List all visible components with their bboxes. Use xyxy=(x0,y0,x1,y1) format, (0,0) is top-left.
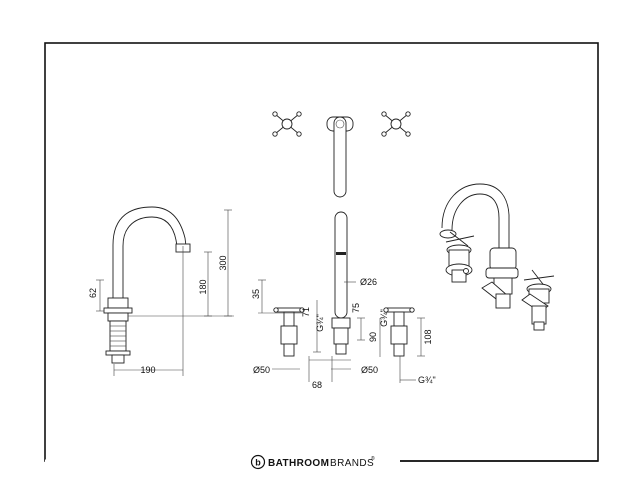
isometric-view xyxy=(439,183,555,331)
dim-g34-bottom: G¾" xyxy=(418,375,436,385)
top-left-cross-handle-icon xyxy=(272,111,302,137)
iso-left-valve xyxy=(445,231,475,283)
dim-d26: Ø26 xyxy=(360,277,377,287)
front-right-valve xyxy=(383,307,415,357)
front-left-valve xyxy=(273,307,305,357)
dim-71: 71 xyxy=(301,307,311,317)
dim-35: 35 xyxy=(251,289,261,299)
dim-90: 90 xyxy=(368,332,378,342)
brand-logo-mark: b xyxy=(255,458,261,468)
front-view: 35 71 G¾" 75 Ø26 G¾" 90 108 Ø50 Ø50 68 G… xyxy=(251,211,436,390)
dim-d50-left: Ø50 xyxy=(253,365,270,375)
top-view xyxy=(272,111,411,198)
brand-registered-mark: ® xyxy=(371,455,375,462)
dim-d50-right: Ø50 xyxy=(361,365,378,375)
dim-190: 190 xyxy=(140,365,155,375)
dim-180: 180 xyxy=(198,279,208,294)
dim-300: 300 xyxy=(218,255,228,270)
dim-68: 68 xyxy=(312,380,322,390)
top-right-cross-handle-icon xyxy=(381,111,411,137)
dim-108: 108 xyxy=(423,329,433,344)
brand-name-light: BRANDS xyxy=(330,458,374,469)
brand-logo-icon xyxy=(250,454,266,470)
dim-75: 75 xyxy=(351,303,361,313)
brand-footer: b BATHROOM BRANDS ® xyxy=(45,452,598,470)
side-view-spout: 62 300 180 190 xyxy=(88,206,234,376)
top-spout-plan xyxy=(326,116,354,198)
iso-right-valve xyxy=(521,269,555,331)
dim-g34-left: G¾" xyxy=(315,314,325,332)
front-spout xyxy=(331,211,351,355)
dim-62: 62 xyxy=(88,288,98,298)
brand-name-bold: BATHROOM xyxy=(268,458,329,469)
dim-g34-right: G¾" xyxy=(379,309,389,327)
